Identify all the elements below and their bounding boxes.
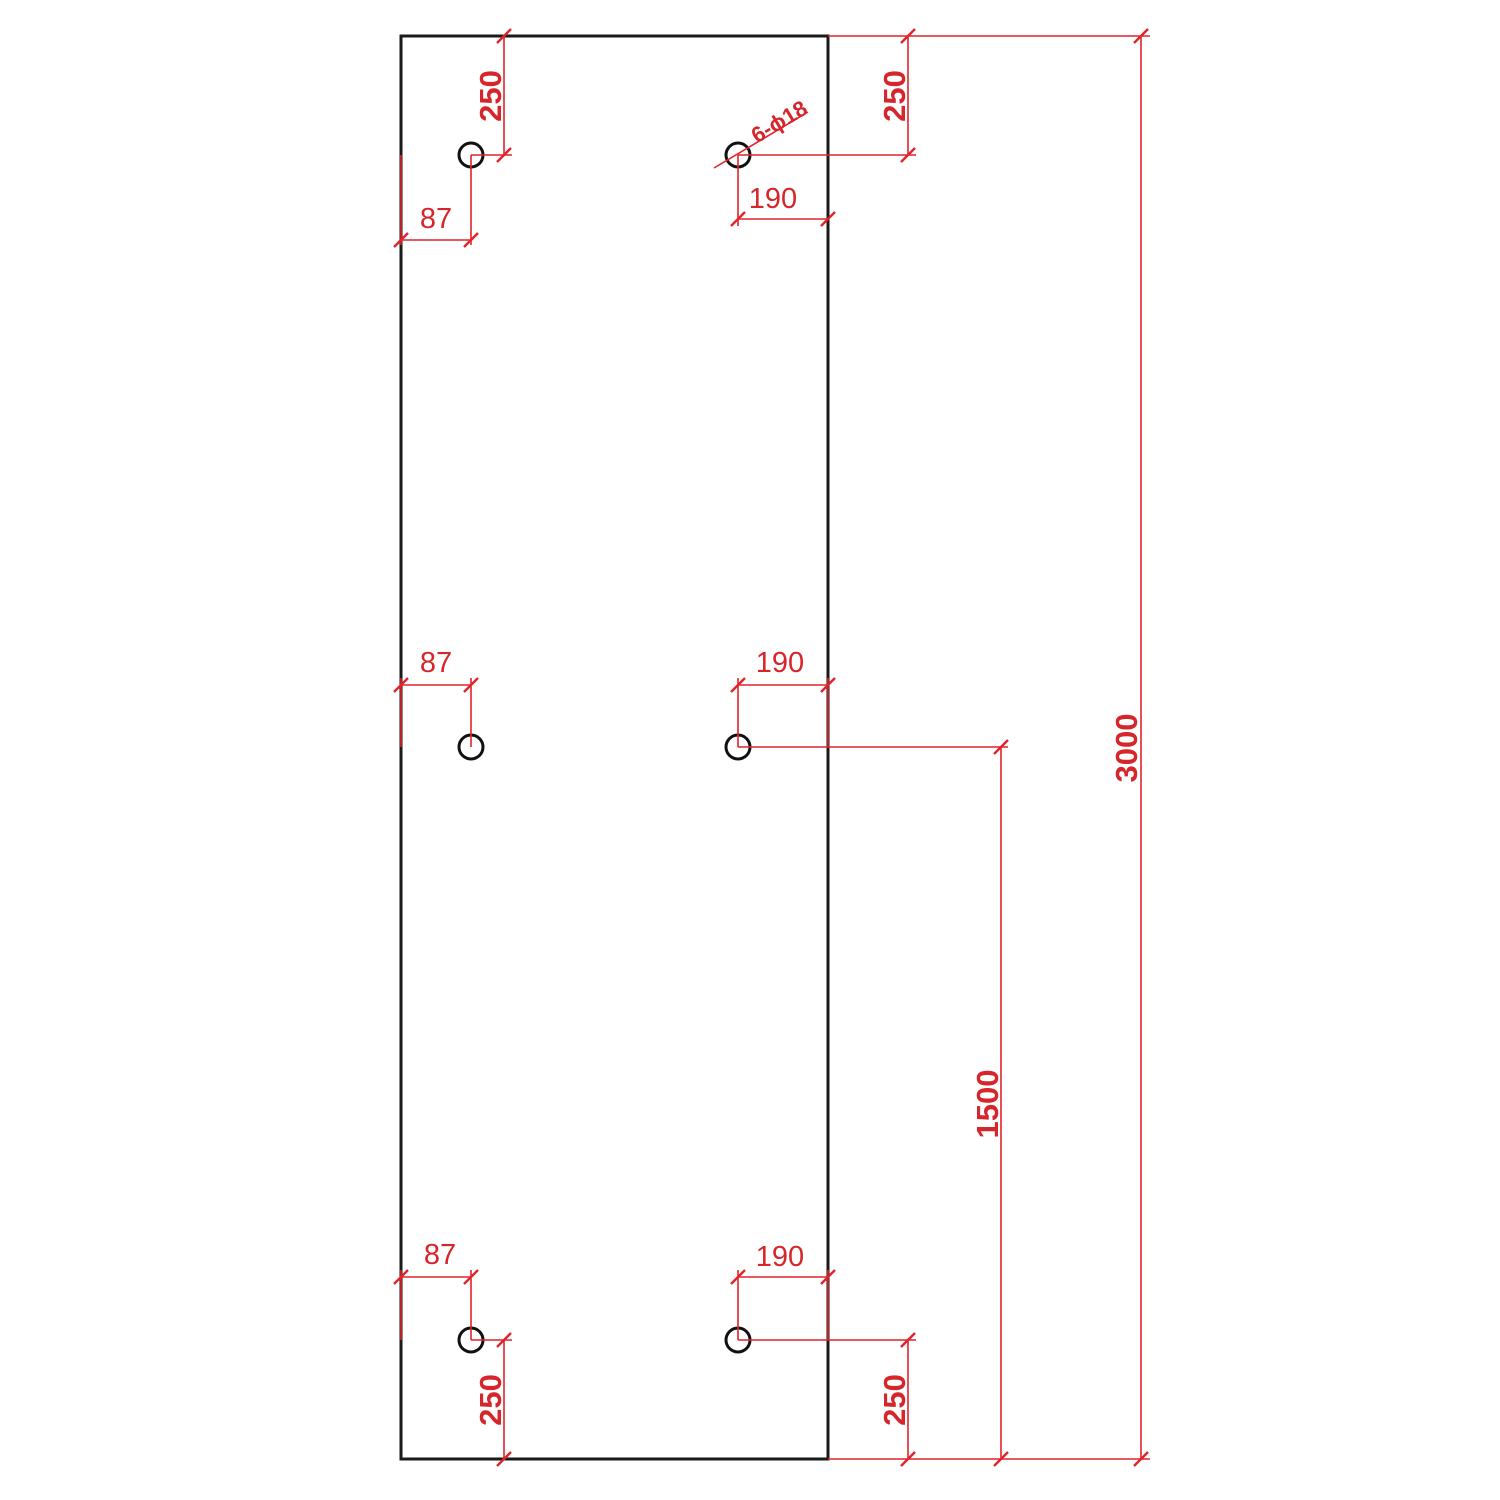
dim-label-right-190-bottom: 190 — [756, 1241, 804, 1273]
dim-left-offset-bottom: 87 — [393, 1239, 479, 1340]
hole-callout-label: 6-ϕ18 — [747, 95, 812, 148]
dim-label-top-left-250: 250 — [473, 70, 508, 122]
dim-label-1500: 1500 — [970, 1070, 1005, 1139]
mounting-holes — [457, 141, 752, 1354]
dim-overall-height: 3000 — [828, 28, 1150, 1467]
dim-label-left-87-middle: 87 — [420, 647, 452, 679]
dim-bottom-left-offset: 250 — [471, 1332, 512, 1467]
dim-label-left-87-bottom: 87 — [424, 1239, 456, 1271]
hole-callout: 6-ϕ18 — [713, 95, 812, 169]
dim-label-left-87-top: 87 — [420, 203, 452, 235]
dim-label-top-right-250: 250 — [877, 70, 912, 122]
dim-right-offset-middle: 190 — [730, 647, 836, 747]
dim-label-3000: 3000 — [1109, 714, 1144, 783]
dim-label-right-190-top: 190 — [749, 183, 797, 215]
dim-right-offset-bottom: 190 — [730, 1241, 836, 1340]
dim-top-right-offset: 250 — [738, 28, 916, 163]
dim-top-left-offset: 250 — [471, 28, 512, 163]
dim-right-offset-top: 190 — [730, 155, 836, 227]
dim-left-offset-middle: 87 — [393, 647, 479, 747]
dim-left-offset-top: 87 — [393, 155, 479, 248]
dim-label-bottom-left-250: 250 — [473, 1374, 508, 1426]
dim-label-right-190-middle: 190 — [756, 647, 804, 679]
dim-label-bottom-right-250: 250 — [877, 1374, 912, 1426]
dim-middle-height: 1500 — [738, 739, 1009, 1467]
dim-bottom-right-offset: 250 — [738, 1332, 916, 1467]
